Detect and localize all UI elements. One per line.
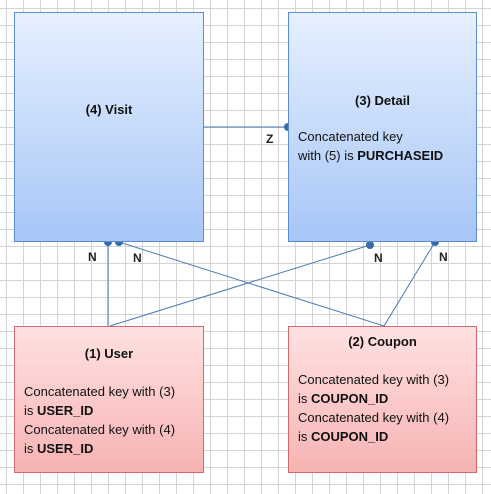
detail-key: PURCHASEID (357, 148, 444, 163)
mult-visit-detail: Z (266, 132, 274, 146)
mult-detail-user: N (374, 251, 383, 265)
entity-user[interactable]: (1) User Concatenated key with (3) is US… (14, 326, 204, 473)
link-visit-coupon (118, 241, 385, 327)
user-note1-line2: is USER_ID (24, 403, 94, 418)
entity-coupon[interactable]: (2) Coupon Concatenated key with (3) is … (288, 326, 477, 473)
entity-detail[interactable]: (3) Detail Concatenated key with (5) is … (288, 12, 477, 242)
entity-user-title: (1) User (84, 346, 134, 361)
user-note2-line2: is USER_ID (24, 441, 94, 456)
coupon-note1-line1: Concatenated key with (3) (298, 372, 450, 387)
mult-detail-coupon: N (439, 250, 448, 264)
coupon-note1-line2: is COUPON_ID (298, 391, 389, 406)
coupon-note2-line2: is COUPON_ID (298, 429, 389, 444)
link-detail-coupon (383, 241, 436, 327)
user-key-2: USER_ID (37, 441, 94, 456)
link-detail-user (109, 244, 371, 327)
entity-detail-title: (3) Detail (355, 93, 410, 108)
entity-coupon-note: Concatenated key with (3) is COUPON_ID C… (298, 370, 449, 446)
endpoint-detail-user (366, 241, 374, 249)
entity-detail-note: Concatenated key with (5) is PURCHASEID (298, 127, 443, 165)
detail-note-line2: with (5) is PURCHASEID (298, 148, 444, 163)
user-key-1: USER_ID (37, 403, 94, 418)
user-note1-line1: Concatenated key with (3) (24, 384, 176, 399)
mult-visit-coupon: N (133, 251, 142, 265)
user-note2-line1: Concatenated key with (4) (24, 422, 176, 437)
entity-coupon-title: (2) Coupon (348, 334, 417, 349)
entity-user-note: Concatenated key with (3) is USER_ID Con… (24, 382, 175, 458)
coupon-note2-line1: Concatenated key with (4) (298, 410, 450, 425)
coupon-key-1: COUPON_ID (311, 391, 389, 406)
coupon-key-2: COUPON_ID (311, 429, 389, 444)
mult-visit-user: N (88, 250, 97, 264)
detail-note-line1: Concatenated key (298, 129, 403, 144)
entity-visit-title: (4) Visit (85, 102, 133, 117)
entity-visit[interactable]: (4) Visit (14, 12, 204, 242)
